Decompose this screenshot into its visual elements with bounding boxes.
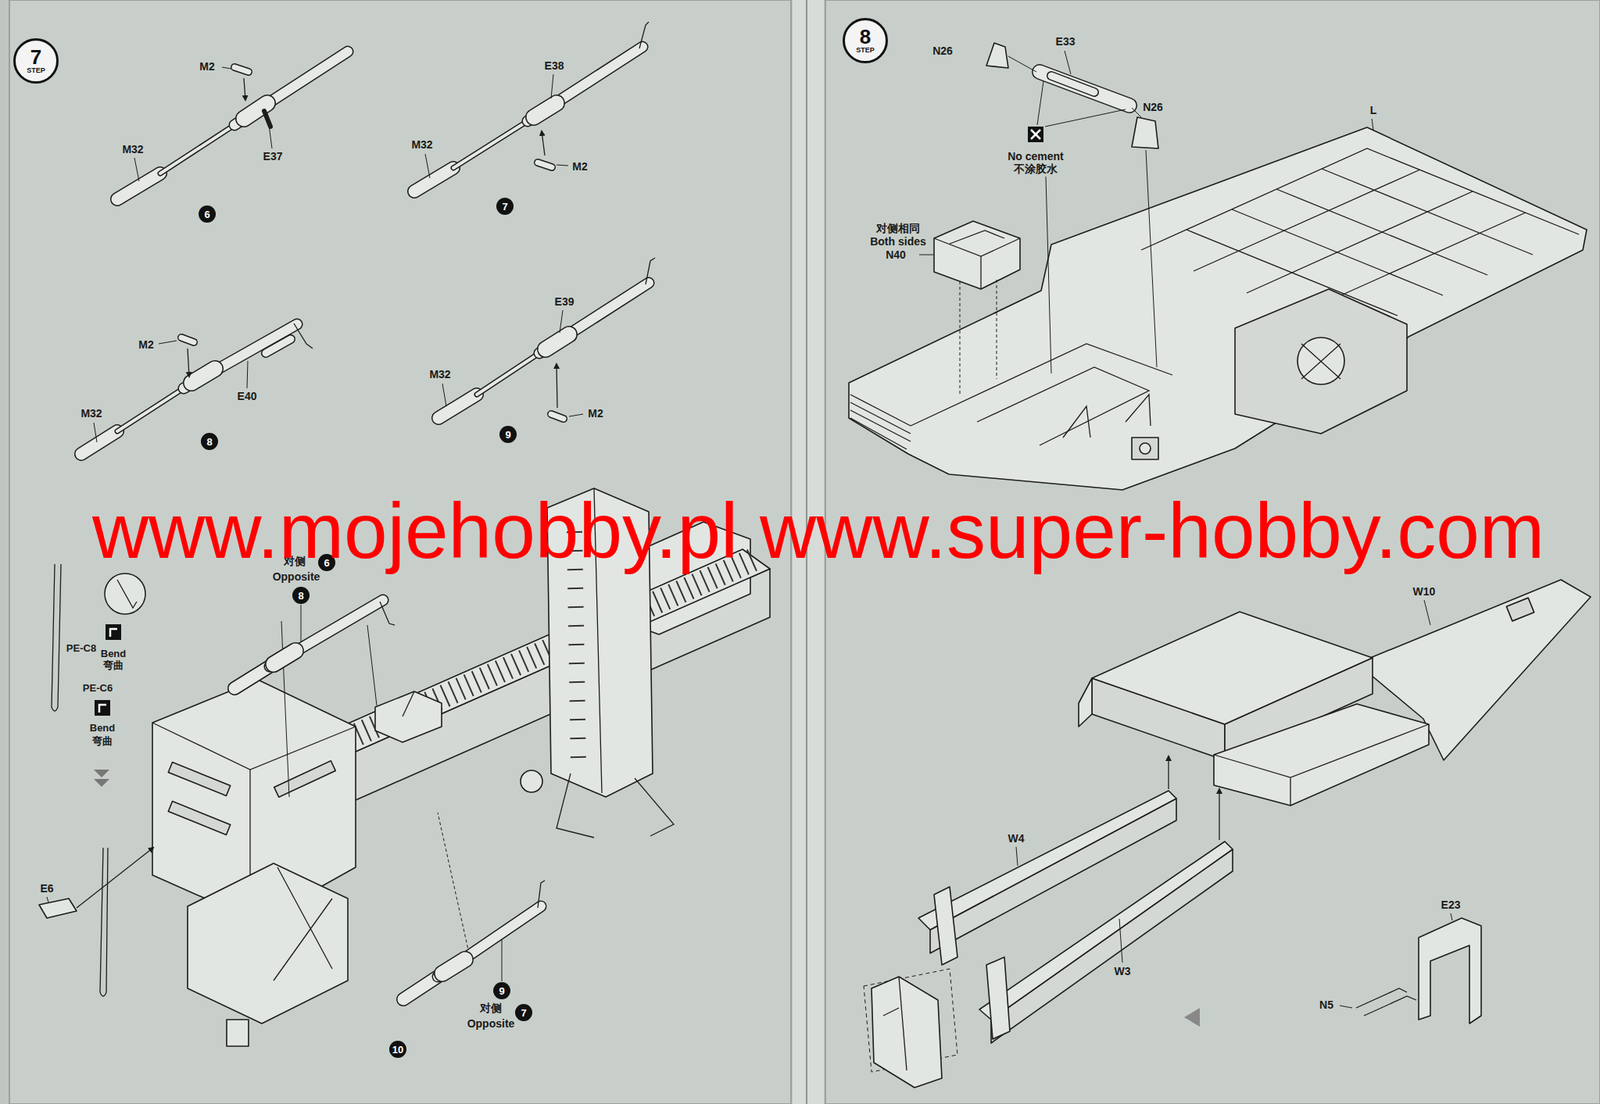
part-label: Bend xyxy=(99,648,129,661)
part-label: W4 xyxy=(1006,832,1027,845)
step-number: 8 xyxy=(297,590,304,602)
part-label: M32 xyxy=(427,368,452,381)
part-label: N40 xyxy=(884,248,908,262)
part-label: 对侧 xyxy=(478,1002,504,1015)
step-number: 7 xyxy=(520,1008,527,1019)
step-number: 8 xyxy=(859,26,871,47)
callout-number: 7 xyxy=(496,197,514,215)
part-label: 不涂胶水 xyxy=(1012,162,1060,176)
callout-number: 8 xyxy=(292,587,310,605)
part-label: PE-C8 xyxy=(64,643,98,656)
part-label: M32 xyxy=(120,143,145,156)
step-number: 6 xyxy=(204,209,210,220)
part-label: N26 xyxy=(930,44,955,58)
part-callouts xyxy=(39,564,502,997)
barrel-assembly xyxy=(414,21,649,192)
part-label: Bend xyxy=(88,723,118,735)
callout-number: 8 xyxy=(200,433,219,451)
part-label: M2 xyxy=(570,160,589,173)
part-label: 对侧相同 xyxy=(874,221,922,235)
barrel-assembly xyxy=(403,880,545,1000)
step-number: 9 xyxy=(498,986,505,997)
part-label: L xyxy=(1368,103,1379,117)
callout-number: 6 xyxy=(198,205,216,223)
part-label: M2 xyxy=(586,407,605,420)
part-label: E6 xyxy=(38,882,55,895)
part-label: M2 xyxy=(136,338,155,351)
part-label: Both sides xyxy=(868,235,928,248)
part-label: E37 xyxy=(261,150,285,163)
hull-floor xyxy=(848,127,1587,491)
step-number: 8 xyxy=(206,436,212,448)
part-label: PE-C6 xyxy=(81,683,115,695)
callout-number: 9 xyxy=(493,982,511,1000)
callout-number: 10 xyxy=(389,1041,407,1059)
part-label: E40 xyxy=(236,390,259,403)
part-label: E39 xyxy=(553,295,577,308)
step-number: 9 xyxy=(504,429,511,441)
part-label: M32 xyxy=(78,407,104,420)
part-label: E38 xyxy=(543,59,566,72)
step-number: 7 xyxy=(30,46,42,68)
part-label: E23 xyxy=(1439,898,1463,912)
step-word: STEP xyxy=(26,67,46,76)
part-label: W10 xyxy=(1411,585,1438,598)
step-word: STEP xyxy=(855,46,875,55)
part-label: M2 xyxy=(197,60,216,73)
barrel-assembly xyxy=(117,51,348,200)
sheet-background xyxy=(9,0,1600,1104)
barrel-assembly xyxy=(81,323,313,455)
part-label: W3 xyxy=(1113,965,1133,978)
part-label: E33 xyxy=(1054,35,1078,48)
part-label: No cement xyxy=(1005,150,1066,163)
part-label: N26 xyxy=(1141,100,1165,114)
part-label: Opposite xyxy=(465,1017,517,1031)
step-badge: 7STEP xyxy=(13,38,59,84)
barrel-assembly xyxy=(438,257,656,419)
barrel-assembly xyxy=(234,600,395,689)
callout-number: 7 xyxy=(515,1004,533,1022)
part-label: 弯曲 xyxy=(90,736,115,749)
part-label: 弯曲 xyxy=(101,660,126,673)
step-number: 10 xyxy=(392,1045,404,1056)
step-badge: 8STEP xyxy=(842,17,888,64)
callout-number: 9 xyxy=(499,425,517,444)
hull-parts xyxy=(919,42,1374,395)
watermark: www.mojehobby.pl www.super-hobby.com xyxy=(92,486,1545,577)
part-label: N5 xyxy=(1317,998,1336,1012)
step-number: 7 xyxy=(501,201,508,212)
part-label: M32 xyxy=(409,138,434,151)
side-beams xyxy=(863,791,1482,1089)
